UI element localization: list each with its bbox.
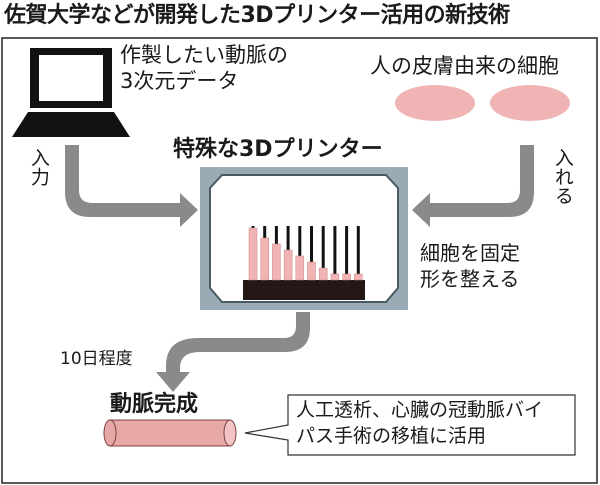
cell-stack bbox=[354, 273, 363, 281]
needle bbox=[298, 226, 302, 280]
cell-ellipse-1 bbox=[395, 85, 475, 121]
callout-box bbox=[244, 394, 576, 456]
cell-stack bbox=[330, 273, 340, 281]
cell-stack bbox=[307, 261, 316, 281]
cell-stack bbox=[318, 267, 328, 281]
frame-border bbox=[1, 37, 598, 484]
printer-label: 特殊な3Dプリンター bbox=[173, 137, 383, 162]
diagram-title: 佐賀大学などが開発した3Dプリンター活用の新技術 bbox=[4, 3, 510, 28]
data-label-line2: 3次元データ bbox=[120, 69, 239, 93]
cell-stack bbox=[248, 227, 258, 281]
arrow-icons bbox=[65, 145, 534, 392]
insert-label: 入れる bbox=[551, 148, 574, 205]
cell-stack bbox=[342, 273, 351, 281]
cell-stack bbox=[272, 243, 281, 281]
needle bbox=[310, 226, 313, 280]
result-label: 動脈完成 bbox=[110, 392, 199, 417]
needle bbox=[356, 226, 360, 280]
process-line1: 細胞を固定 bbox=[420, 241, 520, 265]
needle bbox=[321, 226, 325, 280]
cell-stack bbox=[283, 249, 293, 281]
artery-tube-icon bbox=[103, 419, 237, 447]
callout-line2: パス手術の移植に活用 bbox=[296, 425, 487, 447]
needle bbox=[333, 226, 337, 280]
process-line2: 形を整える bbox=[420, 267, 520, 291]
needles bbox=[248, 226, 363, 281]
duration-label: 10日程度 bbox=[60, 349, 133, 369]
callout-line1: 人工透析、心臓の冠動脈バイ bbox=[296, 399, 544, 421]
data-label-line1: 作製したい動脈の bbox=[120, 43, 288, 67]
printer-icon bbox=[200, 167, 408, 310]
needle bbox=[345, 226, 349, 280]
insert-arrow-icon bbox=[412, 145, 534, 227]
input-arrow-icon bbox=[65, 145, 198, 227]
cell-stack bbox=[295, 255, 305, 281]
printer-base bbox=[243, 280, 365, 300]
cell-stack bbox=[260, 237, 269, 281]
input-label: 入力 bbox=[27, 148, 50, 186]
cell-ellipse-2 bbox=[490, 85, 570, 121]
laptop-icon bbox=[12, 48, 130, 137]
cells-label: 人の皮膚由来の細胞 bbox=[370, 54, 559, 78]
duration-arrow-icon bbox=[156, 312, 310, 392]
